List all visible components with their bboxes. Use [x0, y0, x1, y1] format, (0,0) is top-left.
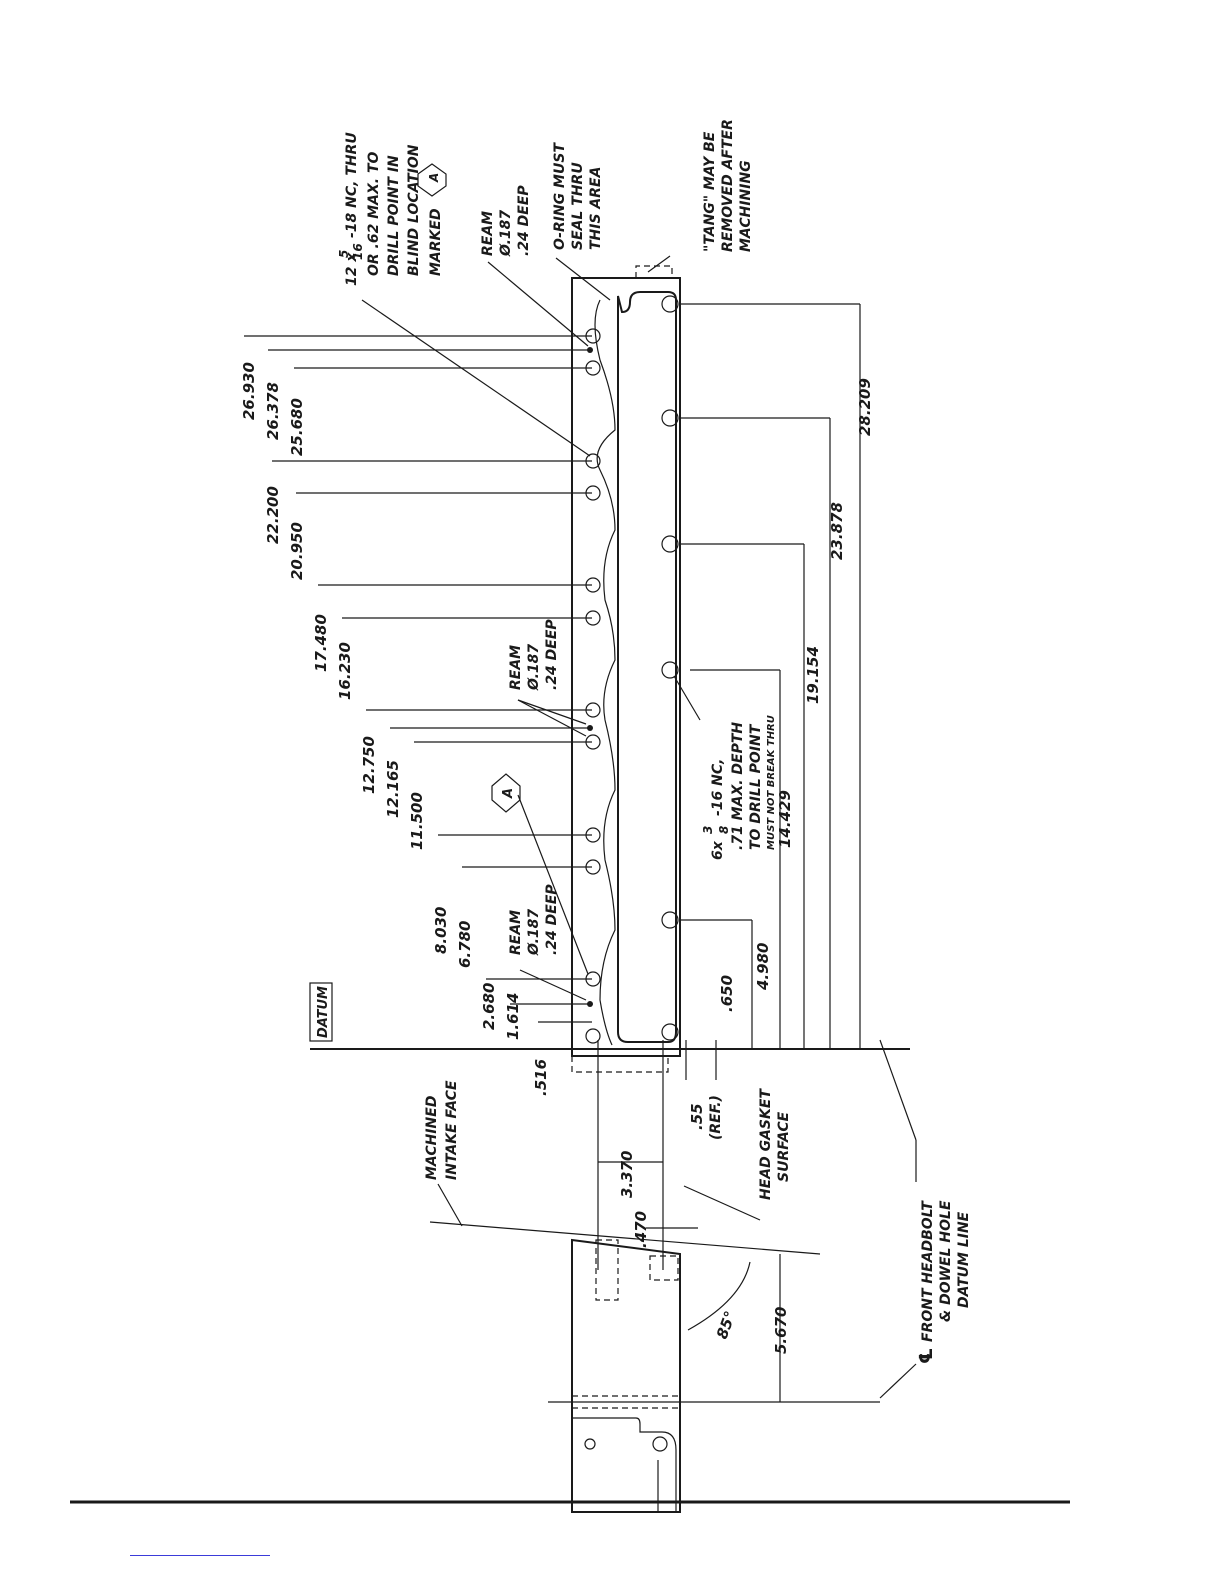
- ream-top-2: Ø.187: [498, 210, 514, 257]
- dim-16230: 16.230: [336, 642, 354, 700]
- intake-1: MACHINED: [424, 1096, 440, 1180]
- tang-2: REMOVED AFTER: [720, 119, 736, 252]
- top-dimension-values: 26.930 26.378 25.680 22.200 20.950 17.48…: [240, 362, 550, 1096]
- angle-85: 85°: [713, 1309, 740, 1342]
- tapped-line-2: OR .62 MAX. TO: [366, 151, 382, 276]
- end-view-block: [429, 1221, 880, 1513]
- ream-low-1: REAM: [508, 910, 524, 955]
- ream-low-3: .24 DEEP: [544, 884, 560, 955]
- tang-3: MACHINING: [738, 160, 754, 252]
- dim-14429: 14.429: [776, 790, 794, 848]
- oring-2: SEAL THRU: [570, 162, 586, 250]
- marker-a-label: A: [501, 788, 516, 799]
- datum-line-note: ℄ FRONT HEADBOLT & DOWEL HOLE DATUM LINE: [879, 1039, 972, 1399]
- dim-28209: 28.209: [856, 378, 874, 436]
- dim-3370: 3.370: [618, 1151, 636, 1198]
- ream-top-3: .24 DEEP: [516, 185, 532, 256]
- dim-55-ref: (REF.): [708, 1095, 724, 1140]
- dim-12165: 12.165: [384, 760, 402, 818]
- tapped-line-5: MARKED: [428, 208, 444, 276]
- dim-22200: 22.200: [264, 486, 282, 544]
- oring-1: O-RING MUST: [552, 142, 568, 250]
- tapped-den: 16: [351, 243, 365, 260]
- bottom-line-4: MUST NOT BREAK THRU: [766, 715, 777, 850]
- bottom-line-2: .71 MAX. DEPTH: [730, 722, 746, 850]
- gasket-2: SURFACE: [776, 1111, 792, 1182]
- footer-link-underline[interactable]: [130, 1555, 270, 1556]
- bottom-line-3: TO DRILL POINT: [748, 723, 764, 850]
- dim-12750: 12.750: [360, 736, 378, 794]
- bottom-count: 6x: [710, 840, 726, 860]
- datum-line: [309, 982, 910, 1050]
- tapped-holes-row: [585, 328, 601, 1044]
- ream-mid-2: Ø.187: [526, 644, 542, 691]
- bottom-num: 3: [701, 826, 715, 834]
- ream-mid-1: REAM: [508, 645, 524, 690]
- dim-470: .470: [632, 1211, 650, 1248]
- tang-note: "TANG" MAY BE REMOVED AFTER MACHINING: [702, 119, 754, 252]
- intake-2: INTAKE FACE: [444, 1080, 460, 1180]
- datum-note-3: DATUM LINE: [956, 1211, 972, 1308]
- dim-4980: 4.980: [754, 943, 772, 991]
- oring-note: O-RING MUST SEAL THRU THIS AREA: [552, 142, 604, 250]
- dim-11500: 11.500: [408, 792, 426, 850]
- datum-note-1: FRONT HEADBOLT: [920, 1200, 936, 1342]
- bottom-holes-note: 6x 3 8 -16 NC, .71 MAX. DEPTH TO DRILL P…: [701, 715, 777, 860]
- marker-a: A: [491, 773, 521, 813]
- dim-19154: 19.154: [804, 646, 822, 704]
- leader-lines: [361, 255, 701, 1001]
- bottom-line-1: -16 NC,: [710, 759, 726, 816]
- dim-2680: 2.680: [480, 983, 498, 1030]
- top-dimension-lines: [244, 335, 592, 1023]
- dim-20950: 20.950: [288, 522, 306, 580]
- tapped-holes-note: 12 x 5 16 -18 NC, THRU OR .62 MAX. TO DR…: [337, 132, 447, 286]
- bottom-den: 8: [717, 826, 731, 834]
- datum-label: DATUM: [316, 986, 331, 1038]
- intake-face-note: MACHINED INTAKE FACE: [424, 1080, 463, 1227]
- dim-516: .516: [532, 1059, 550, 1096]
- dim-1614: 1.614: [504, 993, 522, 1040]
- tapped-count: 12 x: [344, 252, 360, 286]
- tang-1: "TANG" MAY BE: [702, 131, 718, 252]
- ream-note-low: REAM Ø.187 .24 DEEP: [508, 884, 560, 956]
- ream-low-2: Ø.187: [526, 909, 542, 956]
- tapped-num: 5: [337, 250, 351, 258]
- dim-8030: 8.030: [432, 907, 450, 954]
- ream-note-middle: REAM Ø.187 .24 DEEP: [508, 619, 560, 691]
- tapped-line-4: BLIND LOCATION: [406, 144, 422, 276]
- ream-note-top: REAM Ø.187 .24 DEEP: [480, 185, 532, 257]
- dim-5670: 5.670: [772, 1307, 790, 1354]
- tapped-line-1: -18 NC, THRU: [344, 132, 360, 238]
- dim-23878: 23.878: [828, 502, 846, 560]
- tapped-line-3: DRILL POINT IN: [386, 155, 402, 276]
- dim-6780: 6.780: [456, 921, 474, 968]
- gasket-note: HEAD GASKET SURFACE: [683, 1088, 792, 1221]
- angle-arc: [687, 1261, 751, 1331]
- ream-top-1: REAM: [480, 211, 496, 256]
- dim-26930: 26.930: [240, 362, 258, 420]
- centerline-symbol: ℄: [916, 1348, 937, 1364]
- tapped-marker: A: [427, 173, 441, 183]
- dim-17480: 17.480: [312, 614, 330, 672]
- bottom-dimension-values: .650 4.980 14.429 19.154 23.878 28.209: [718, 378, 874, 1012]
- gasket-1: HEAD GASKET: [758, 1088, 774, 1200]
- bottom-dimension-lines: [680, 303, 861, 1049]
- dim-26378: 26.378: [264, 382, 282, 440]
- oring-3: THIS AREA: [588, 167, 604, 250]
- datum-note-2: & DOWEL HOLE: [938, 1200, 954, 1322]
- dim-25680: 25.680: [288, 398, 306, 456]
- dim-55: .55: [688, 1103, 706, 1130]
- bolt-holes-row: [661, 295, 679, 1041]
- ream-mid-3: .24 DEEP: [544, 619, 560, 690]
- part-outline: [571, 265, 681, 1270]
- dim-650: .650: [718, 975, 736, 1012]
